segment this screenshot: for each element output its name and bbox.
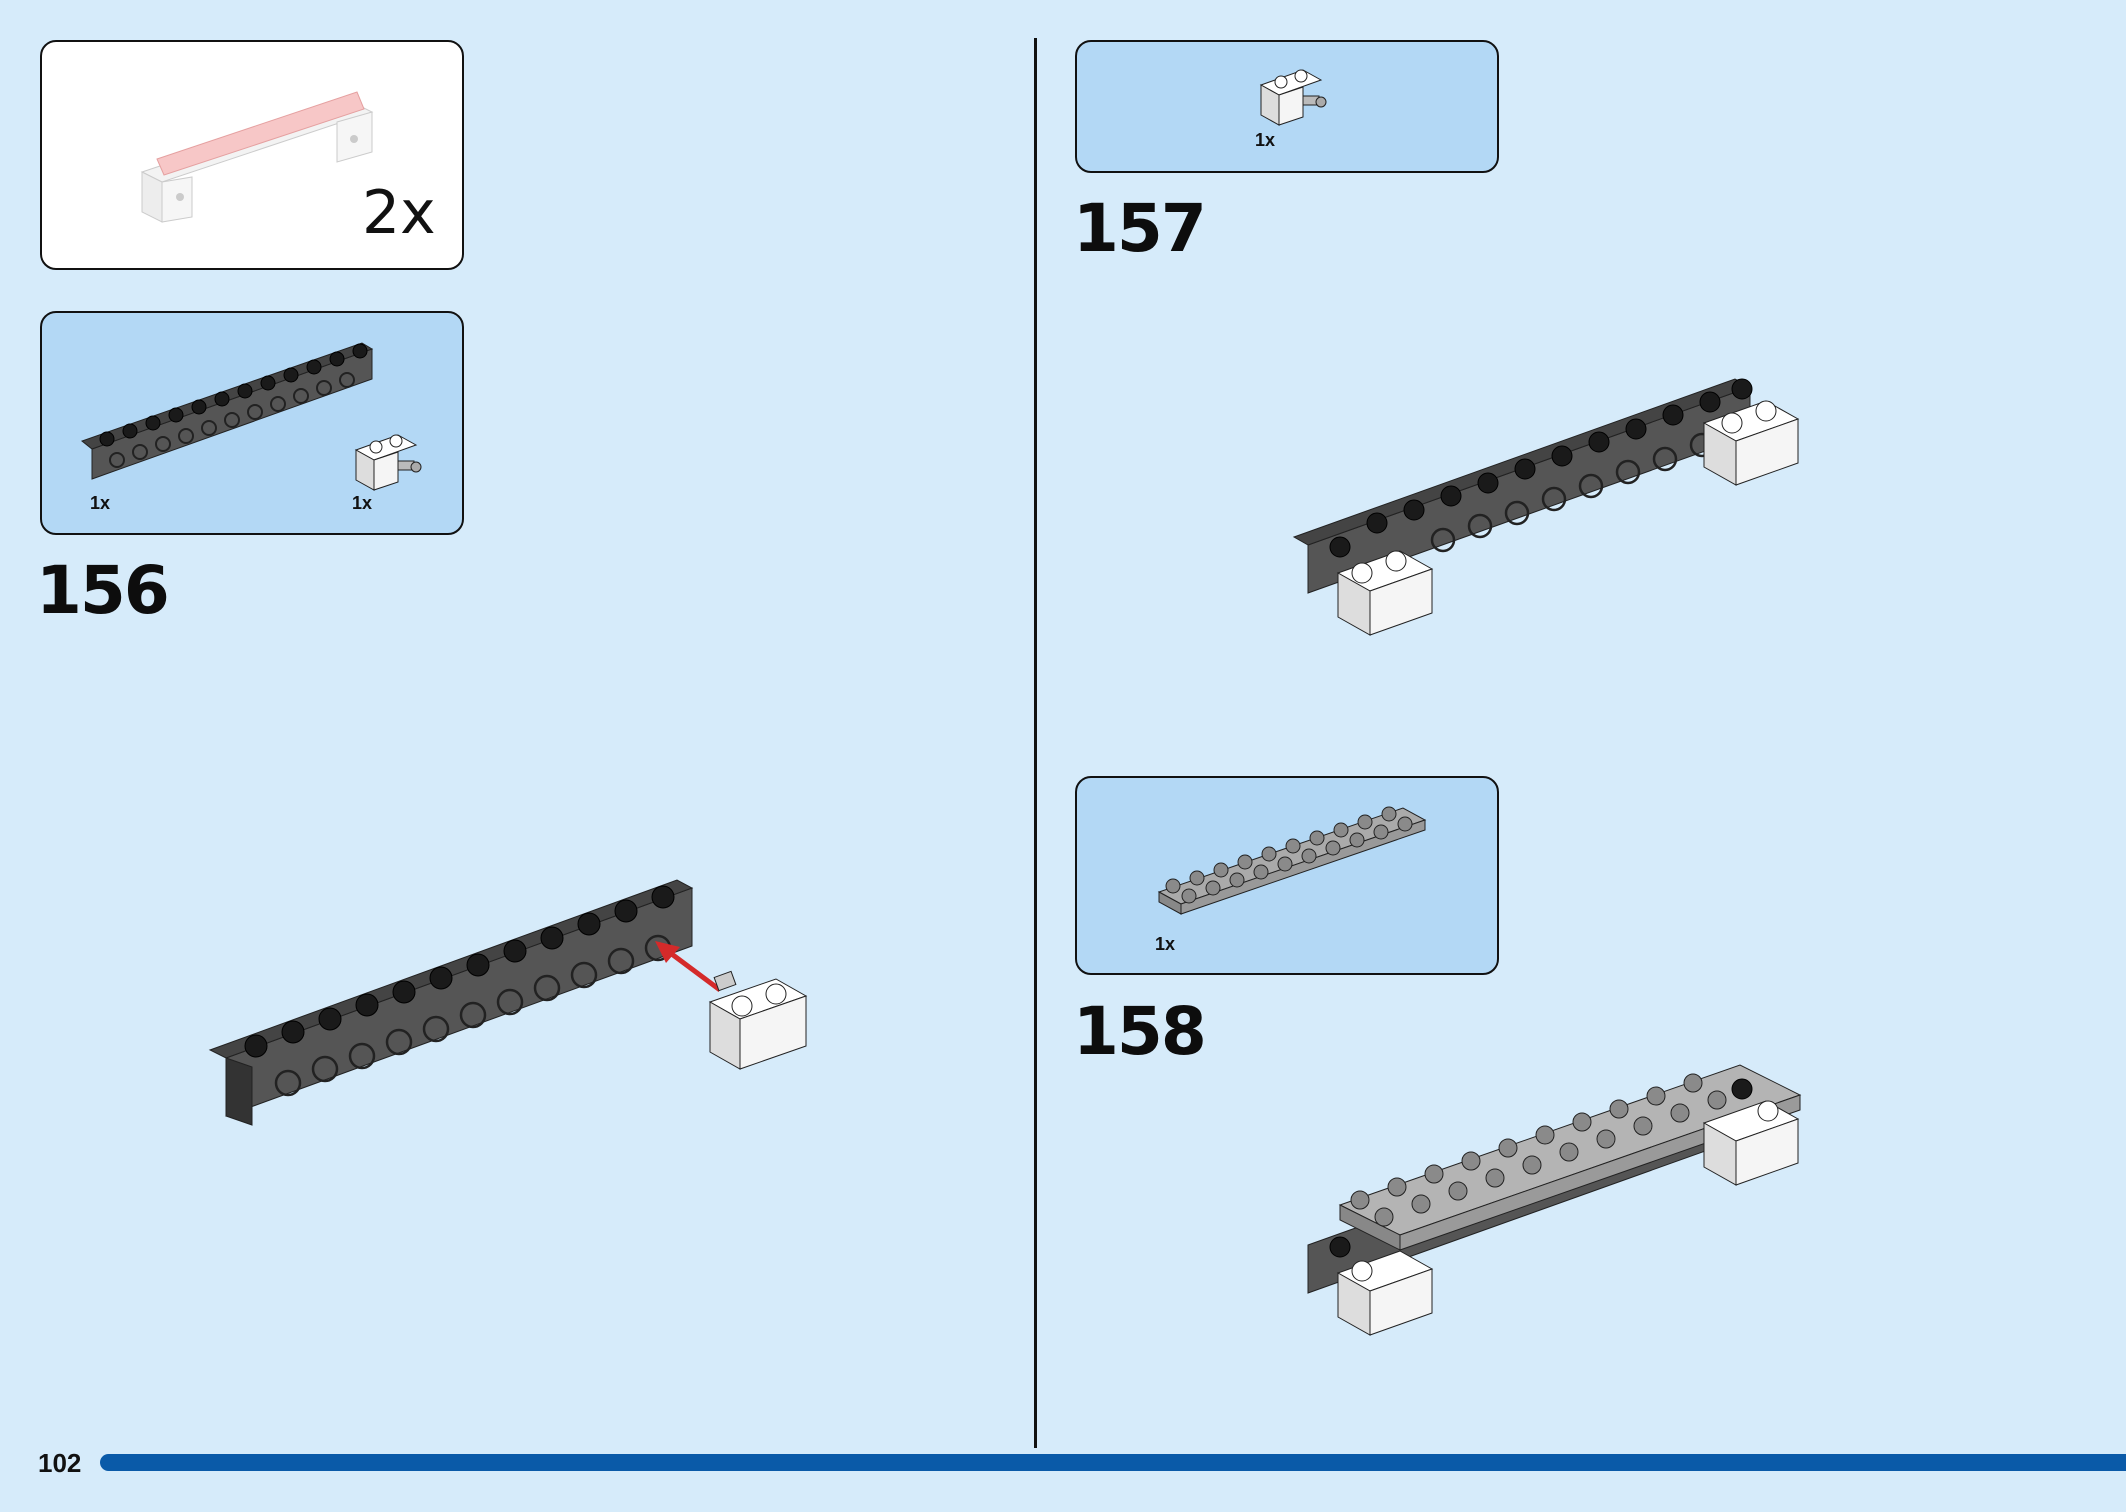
submodel-callout: 2x <box>40 40 464 270</box>
technic-brick-1x12-image <box>80 342 374 480</box>
white-brick-with-pin-image <box>354 434 422 491</box>
part-qty-white-brick-pin: 1x <box>1255 130 1276 150</box>
part-qty-technic-brick: 1x <box>90 493 111 513</box>
part-qty-plate: 1x <box>1155 934 1176 954</box>
parts-callout-step-158: 1x <box>1075 776 1499 975</box>
page-divider <box>1034 38 1037 1448</box>
plate-2x10-image <box>1157 806 1427 915</box>
step-158-assembly-image <box>1307 1064 1802 1336</box>
red-arrow-icon <box>655 941 722 993</box>
page-number: 102 <box>38 1448 82 1478</box>
step-number-157: 157 <box>1073 190 1207 267</box>
parts-callout-step-157: 1x <box>1075 40 1499 173</box>
step-157-assembly-image <box>1292 378 1800 636</box>
white-brick-with-pin-assembly-image <box>708 970 808 1070</box>
submodel-preview-image <box>140 91 374 223</box>
step-number-158: 158 <box>1073 993 1207 1070</box>
step-number-156: 156 <box>36 552 170 629</box>
step-156-assembly-image <box>208 879 694 1126</box>
part-qty-white-brick-pin: 1x <box>352 493 373 513</box>
submodel-multiplier: 2x <box>362 178 436 248</box>
white-brick-with-pin-image <box>1259 69 1327 126</box>
parts-callout-step-156: 1x 1x <box>40 311 464 535</box>
progress-bar <box>100 1454 2126 1471</box>
